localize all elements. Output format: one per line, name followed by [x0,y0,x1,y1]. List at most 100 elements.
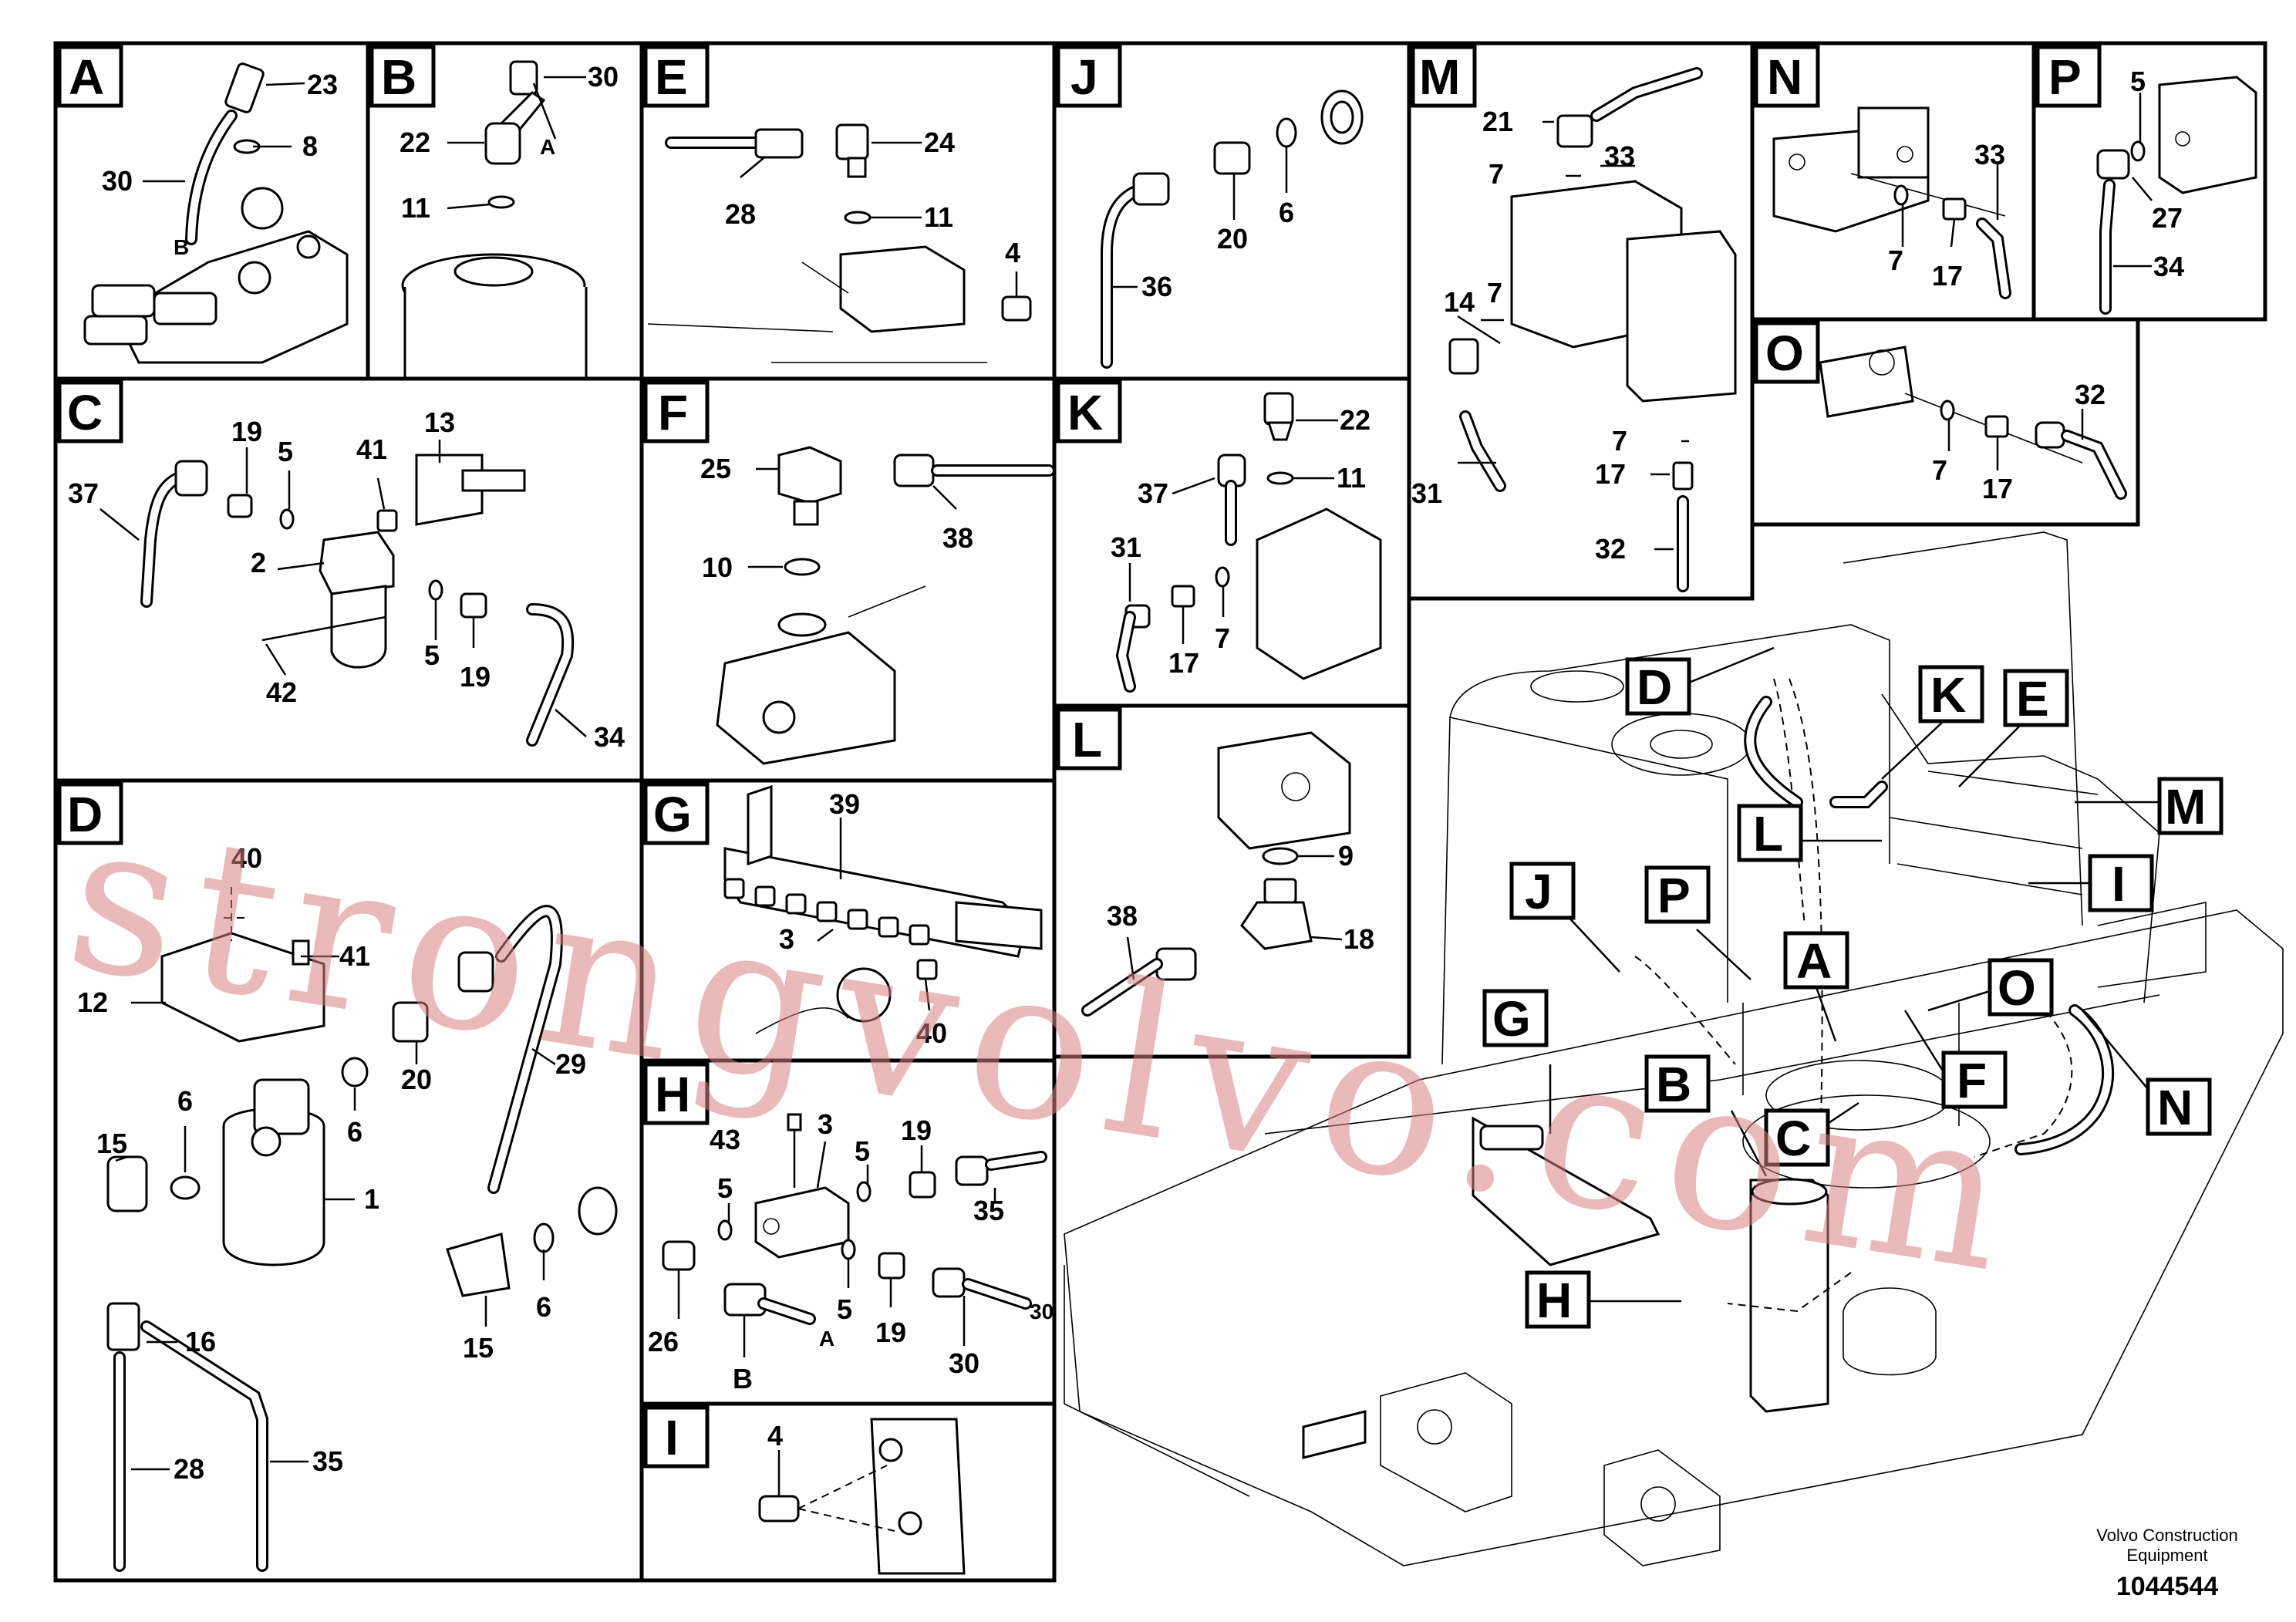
panel-f-letter: F [658,385,688,440]
callout-d: D [1637,659,1672,715]
panel-b-letter: B [381,49,416,105]
panel-a-letter: A [69,49,104,105]
panel-e: E 24 28 11 4 [643,45,1032,363]
panel-m-letter: M [1419,49,1460,105]
label-h-5c: 5 [837,1293,852,1325]
panel-c-letter: C [67,385,103,440]
panel-m: M 21 33 7 14 7 31 7 17 32 [1411,45,1737,592]
label-d-1: 1 [364,1183,379,1215]
panel-o: O 32 7 17 [1754,321,2127,504]
label-h-A: A [819,1327,834,1351]
panel-c: C 19 5 41 13 37 2 42 5 19 34 [57,380,625,753]
panel-f: F 25 38 10 [643,380,1055,765]
label-e-4: 4 [1005,237,1020,268]
label-h-26: 26 [648,1326,679,1357]
brand-line-1: Volvo Construction [2096,1526,2237,1545]
label-d-20: 20 [401,1064,432,1095]
panel-n-letter: N [1767,49,1802,105]
brand-footer: Volvo Construction Equipment 1044544 [2096,1526,2237,1601]
label-m-17: 17 [1595,458,1626,490]
callout-g: G [1492,991,1531,1047]
label-d-6c: 6 [536,1291,551,1323]
label-l-18: 18 [1344,923,1374,955]
label-d-41: 41 [339,940,370,972]
label-d-28: 28 [174,1453,204,1485]
panel-n: N 33 7 17 [1754,45,2011,299]
label-k-11: 11 [1337,462,1366,494]
panel-l: L 9 18 38 [1056,707,1374,1017]
panel-j-letter: J [1070,49,1098,105]
label-n-33: 33 [1974,139,2005,170]
callout-m: M [2165,779,2206,835]
label-h-5b: 5 [717,1172,733,1204]
panel-o-letter: O [1765,325,1804,381]
label-c-13: 13 [424,406,455,438]
label-d-15b: 15 [463,1332,494,1364]
label-g-39: 39 [829,788,860,820]
label-d-15a: 15 [96,1128,127,1159]
callout-h: H [1536,1273,1572,1328]
label-l-38: 38 [1107,900,1138,932]
panel-p-letter: P [2048,49,2082,105]
callout-p: P [1657,868,1691,923]
label-b-11: 11 [401,192,430,224]
callout-j: J [1525,864,1553,919]
label-k-31: 31 [1111,531,1141,563]
label-c-19a: 19 [231,416,262,447]
label-d-12: 12 [77,986,108,1018]
panel-k: K 22 37 11 31 17 7 [1056,380,1382,693]
label-m-7b: 7 [1487,277,1502,309]
label-j-36: 36 [1141,271,1172,302]
label-g-40: 40 [916,1017,947,1049]
callout-k: K [1930,667,1966,723]
label-m-31: 31 [1411,477,1442,509]
label-c-19b: 19 [460,661,491,693]
panel-g: G 39 3 40 [643,782,1043,1049]
label-c-42: 42 [266,676,297,708]
brand-line-2: Equipment [2126,1546,2207,1565]
callout-f: F [1957,1053,1987,1108]
label-d-6a: 6 [177,1085,193,1117]
panel-j: J 20 6 36 [1056,45,1364,369]
label-c-34: 34 [594,721,625,753]
label-p-34: 34 [2153,251,2184,282]
label-k-7: 7 [1215,622,1230,654]
label-n-7: 7 [1888,244,1903,276]
label-e-24: 24 [924,126,955,158]
label-e-11: 11 [924,201,953,233]
panel-l-letter: L [1072,712,1102,767]
label-f-10: 10 [702,551,733,583]
panel-d: D 40 41 12 20 [57,782,618,1572]
label-d-29: 29 [555,1048,586,1080]
label-p-5: 5 [2130,66,2146,97]
drawing-code: 1044544 [2116,1572,2218,1601]
label-h-5a: 5 [855,1135,870,1167]
label-m-33: 33 [1604,140,1635,172]
label-a-30: 30 [102,165,133,197]
label-m-7a: 7 [1489,158,1504,190]
label-o-7: 7 [1932,454,1947,486]
label-e-28: 28 [725,198,756,230]
label-c-5b: 5 [424,639,440,671]
label-p-27: 27 [2152,202,2183,234]
panel-h: H 43 3 19 5 5 35 26 A [643,1062,1054,1394]
label-i-4: 4 [767,1420,783,1452]
label-h-30a: B [733,1363,753,1394]
label-c-37: 37 [68,477,99,509]
panel-i-letter: I [665,1410,679,1465]
callout-b: B [1656,1057,1691,1112]
label-m-7c: 7 [1612,425,1627,457]
callout-a: A [1796,933,1832,989]
label-k-37: 37 [1138,477,1168,509]
label-h-43: 43 [710,1124,740,1155]
label-j-20: 20 [1217,223,1248,255]
callout-e: E [2016,671,2049,727]
panel-b: B 30 22 A 11 [369,45,619,379]
label-m-14: 14 [1444,286,1475,318]
label-g-3: 3 [779,923,794,955]
label-l-9: 9 [1338,840,1354,872]
overview-callouts: D K E M L I J P A O G B F [1482,646,2224,1329]
callout-o: O [1998,960,2036,1016]
label-m-21: 21 [1482,106,1513,137]
